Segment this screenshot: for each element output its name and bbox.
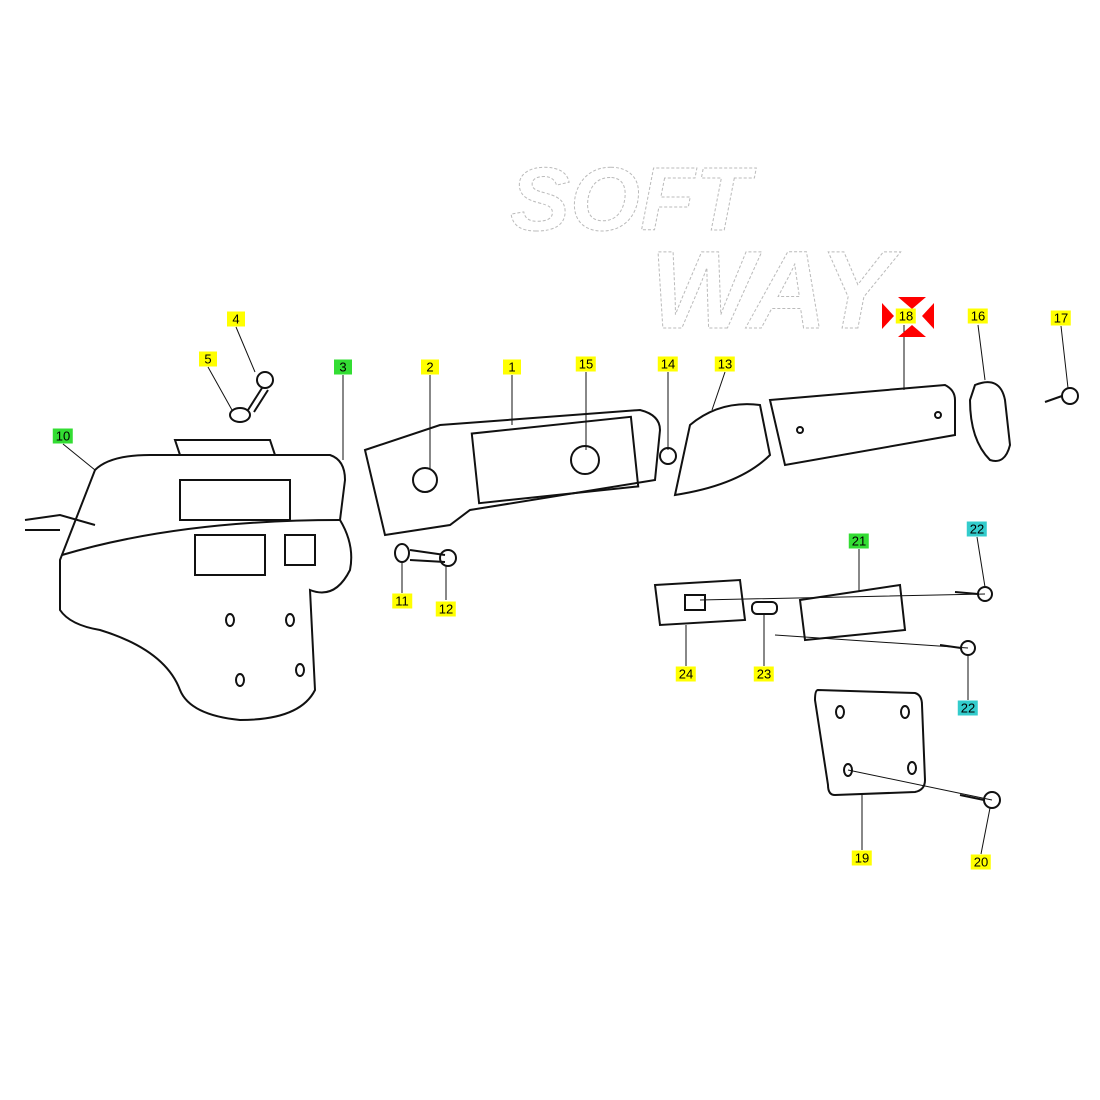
part-21-plate-light[interactable] xyxy=(798,583,907,642)
callout-10[interactable]: 10 xyxy=(52,428,74,444)
part-20-screw[interactable] xyxy=(959,791,1001,809)
callout-15[interactable]: 15 xyxy=(575,356,597,372)
callout-18[interactable]: 18 xyxy=(895,308,917,324)
part-1-tail-lamp[interactable] xyxy=(363,408,662,537)
callout-22-upper[interactable]: 22 xyxy=(966,521,988,537)
callout-16[interactable]: 16 xyxy=(967,308,989,324)
part-4-screw[interactable] xyxy=(247,371,274,413)
callout-2[interactable]: 2 xyxy=(421,359,439,375)
callout-20[interactable]: 20 xyxy=(970,854,992,870)
callout-3[interactable]: 3 xyxy=(334,359,352,375)
watermark-logo: SOFT WAY xyxy=(510,150,902,340)
callout-1[interactable]: 1 xyxy=(503,359,521,375)
leader-lines xyxy=(62,324,1069,855)
part-24-lamp-holder[interactable] xyxy=(653,578,747,627)
part-16-end-cap[interactable] xyxy=(968,381,1012,462)
callout-4[interactable]: 4 xyxy=(227,311,245,327)
part-12-screw[interactable] xyxy=(409,549,457,567)
part-19-plate-holder[interactable] xyxy=(813,688,927,797)
callout-12[interactable]: 12 xyxy=(435,601,457,617)
watermark-line1: SOFT xyxy=(510,150,757,250)
callout-19[interactable]: 19 xyxy=(851,850,873,866)
watermark-line2: WAY xyxy=(650,229,901,340)
callout-21[interactable]: 21 xyxy=(848,533,870,549)
callout-17[interactable]: 17 xyxy=(1050,310,1072,326)
part-22-screw-b[interactable] xyxy=(939,640,976,656)
selection-marker-icon xyxy=(882,297,934,337)
part-5-washer[interactable] xyxy=(229,407,251,423)
callout-11[interactable]: 11 xyxy=(392,593,412,609)
callout-14[interactable]: 14 xyxy=(657,356,679,372)
part-17-screw[interactable] xyxy=(1044,387,1079,405)
callout-24[interactable]: 24 xyxy=(675,666,697,682)
callout-23[interactable]: 23 xyxy=(753,666,775,682)
part-10-rear-housing[interactable] xyxy=(24,439,353,722)
part-11-washer[interactable] xyxy=(394,543,410,563)
callout-13[interactable]: 13 xyxy=(714,356,736,372)
part-14-bulb[interactable] xyxy=(659,447,677,465)
callout-22-lower[interactable]: 22 xyxy=(957,700,979,716)
part-13-end-cap[interactable] xyxy=(673,403,772,497)
part-18-reflector-strip[interactable] xyxy=(768,383,956,467)
part-23-bulb[interactable] xyxy=(751,601,778,615)
callout-5[interactable]: 5 xyxy=(199,351,217,367)
